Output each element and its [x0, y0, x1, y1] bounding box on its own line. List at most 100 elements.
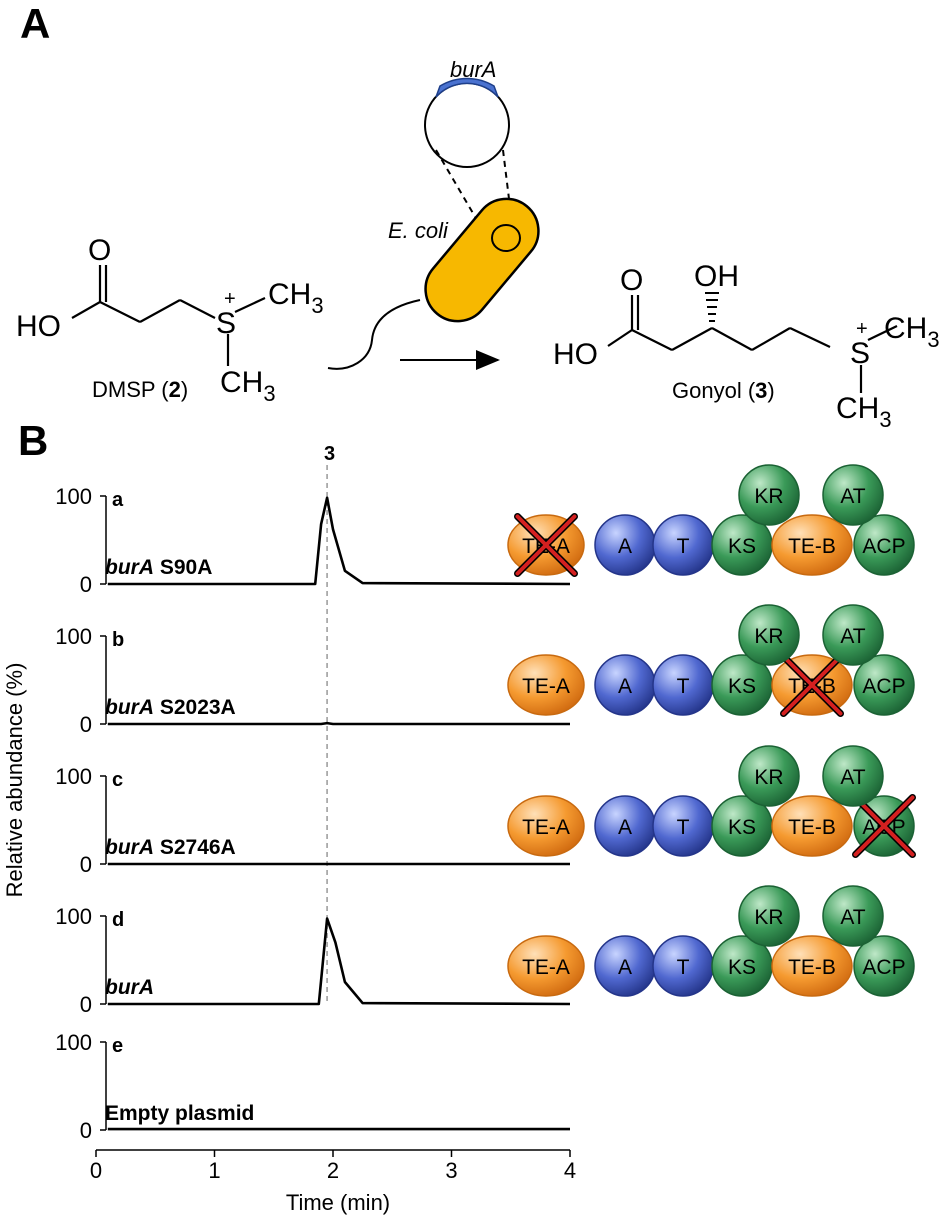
domain-shape — [822, 464, 884, 526]
y-tick-label-100: 100 — [55, 1030, 92, 1055]
domain-te-b: TE-B — [771, 514, 853, 576]
trace-line — [107, 721, 570, 726]
y-tick-label-100: 100 — [55, 904, 92, 929]
y-tick-label-0: 0 — [80, 712, 92, 737]
x-tick-label: 3 — [445, 1158, 457, 1183]
domain-label: ACP — [862, 535, 905, 558]
domain-label: ACP — [862, 675, 905, 698]
domain-label: KS — [728, 816, 756, 839]
domain-label: TE-B — [788, 956, 836, 979]
domain-shape — [853, 935, 915, 997]
ecoli-cell-icon — [327, 197, 540, 370]
host-label: E. coli — [388, 218, 449, 243]
domain-architecture-layer: TE-AATKSTE-BACPKRATTE-AATKSTE-BACPKRATTE… — [507, 464, 916, 997]
domain-shape — [822, 745, 884, 807]
dmsp-structure — [71, 265, 266, 366]
domain-acp: ACP — [852, 794, 916, 858]
x-tick-label: 1 — [208, 1158, 220, 1183]
domain-label: T — [677, 816, 690, 839]
gonyol-ch3-lower: CH3 — [836, 392, 892, 432]
domain-label: KR — [754, 766, 783, 789]
domain-te-a: TE-A — [507, 935, 585, 997]
knockout-cross-icon — [780, 653, 844, 717]
series-name: burA S2746A — [105, 836, 236, 859]
domain-ks: KS — [711, 795, 773, 857]
dmsp-ho: HO — [16, 310, 61, 343]
domain-a: A — [594, 514, 656, 576]
domain-ks: KS — [711, 514, 773, 576]
domain-label: T — [677, 675, 690, 698]
domain-label: KS — [728, 675, 756, 698]
domain-shape — [771, 795, 853, 857]
gonyol-oh: OH — [694, 260, 739, 293]
domain-te-b: TE-B — [771, 935, 853, 997]
domain-label: KS — [728, 956, 756, 979]
domain-shape — [771, 514, 853, 576]
gonyol-ho: HO — [553, 338, 598, 371]
domain-label: TE-A — [522, 675, 570, 698]
domain-acp: ACP — [853, 514, 915, 576]
domain-label: AT — [840, 485, 865, 508]
domain-label: AT — [840, 766, 865, 789]
gonyol-hash-bond — [705, 292, 719, 322]
dmsp-ch3-lower: CH3 — [220, 366, 276, 406]
domain-at: AT — [822, 604, 884, 666]
domain-ks: KS — [711, 935, 773, 997]
domain-label: A — [618, 816, 632, 839]
domain-label: TE-B — [788, 535, 836, 558]
panel-b: B 3 Relative abundance (%) Time (min) 10… — [2, 417, 916, 1215]
domain-t: T — [652, 514, 714, 576]
x-tick-label: 4 — [564, 1158, 576, 1183]
knockout-cross-icon — [514, 513, 578, 577]
domain-label: KR — [754, 906, 783, 929]
domain-label: AT — [840, 906, 865, 929]
y-tick-label-100: 100 — [55, 484, 92, 509]
domain-kr: KR — [738, 604, 800, 666]
x-tick-label: 2 — [327, 1158, 339, 1183]
domain-shape — [738, 604, 800, 666]
domain-shape — [507, 654, 585, 716]
dmsp-ch3-upper: CH3 — [268, 278, 324, 318]
x-axis-title: Time (min) — [286, 1190, 390, 1215]
gonyol-ch3-upper: CH3 — [884, 312, 940, 352]
peak-label: 3 — [324, 443, 335, 465]
domain-label: ACP — [862, 956, 905, 979]
domain-shape — [507, 935, 585, 997]
trace-line — [107, 496, 571, 586]
domain-t: T — [652, 654, 714, 716]
plasmid-icon — [424, 77, 511, 233]
cross-stroke — [781, 654, 843, 716]
domain-shape — [822, 885, 884, 947]
y-tick-label-0: 0 — [80, 1118, 92, 1143]
domain-label: TE-B — [788, 816, 836, 839]
trace-letter: c — [112, 769, 123, 791]
domain-acp: ACP — [853, 935, 915, 997]
domain-te-b: TE-B — [771, 795, 853, 857]
trace-letter: a — [112, 489, 124, 511]
domain-shape — [507, 795, 585, 857]
trace-letter: b — [112, 629, 124, 651]
domain-t: T — [652, 795, 714, 857]
y-tick-label-100: 100 — [55, 764, 92, 789]
domain-label: A — [618, 675, 632, 698]
domain-a: A — [594, 654, 656, 716]
domain-shape — [738, 885, 800, 947]
domain-te-a: TE-A — [507, 513, 585, 577]
y-tick-label-100: 100 — [55, 624, 92, 649]
domain-a: A — [594, 795, 656, 857]
domain-shape — [853, 514, 915, 576]
domain-t: T — [652, 935, 714, 997]
domain-label: AT — [840, 625, 865, 648]
y-axis-title: Relative abundance (%) — [2, 663, 27, 898]
domain-at: AT — [822, 464, 884, 526]
domain-label: TE-A — [522, 956, 570, 979]
